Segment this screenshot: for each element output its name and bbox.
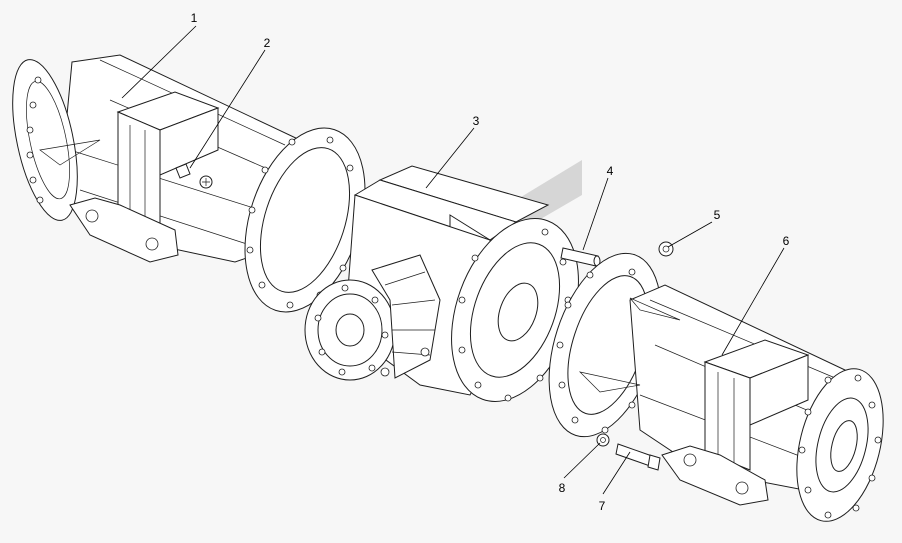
callout-6: 6 (783, 234, 790, 248)
input-flange-bolts (314, 284, 389, 376)
washer (658, 241, 674, 257)
leader-3 (425, 127, 475, 189)
leader-1 (121, 25, 197, 99)
left-inner-flange (244, 127, 366, 313)
diff-flange-bolts (458, 228, 572, 402)
differential-housing (304, 165, 579, 402)
leader-6 (721, 247, 785, 356)
leader-5 (667, 221, 713, 248)
drain-bolt (615, 443, 661, 471)
callout-4: 4 (607, 164, 614, 178)
callout-8: 8 (559, 481, 566, 495)
leader-8 (563, 442, 601, 479)
leader-2 (189, 49, 266, 169)
callout-7: 7 (599, 499, 606, 513)
left-flange-bolts (26, 76, 44, 204)
callout-3: 3 (473, 114, 480, 128)
left-axle-housing (12, 54, 306, 263)
callout-5: 5 (714, 208, 721, 222)
callout-2: 2 (264, 36, 271, 50)
right-end-flange-bolts (798, 374, 882, 519)
right-axle-housing (548, 252, 884, 522)
leader-4 (582, 177, 609, 251)
leader-lines (121, 25, 785, 495)
callout-1: 1 (191, 11, 198, 25)
breather-fitting (175, 163, 213, 189)
leader-7 (602, 451, 631, 495)
callout-labels: 1 2 3 4 5 6 7 8 (191, 11, 790, 513)
